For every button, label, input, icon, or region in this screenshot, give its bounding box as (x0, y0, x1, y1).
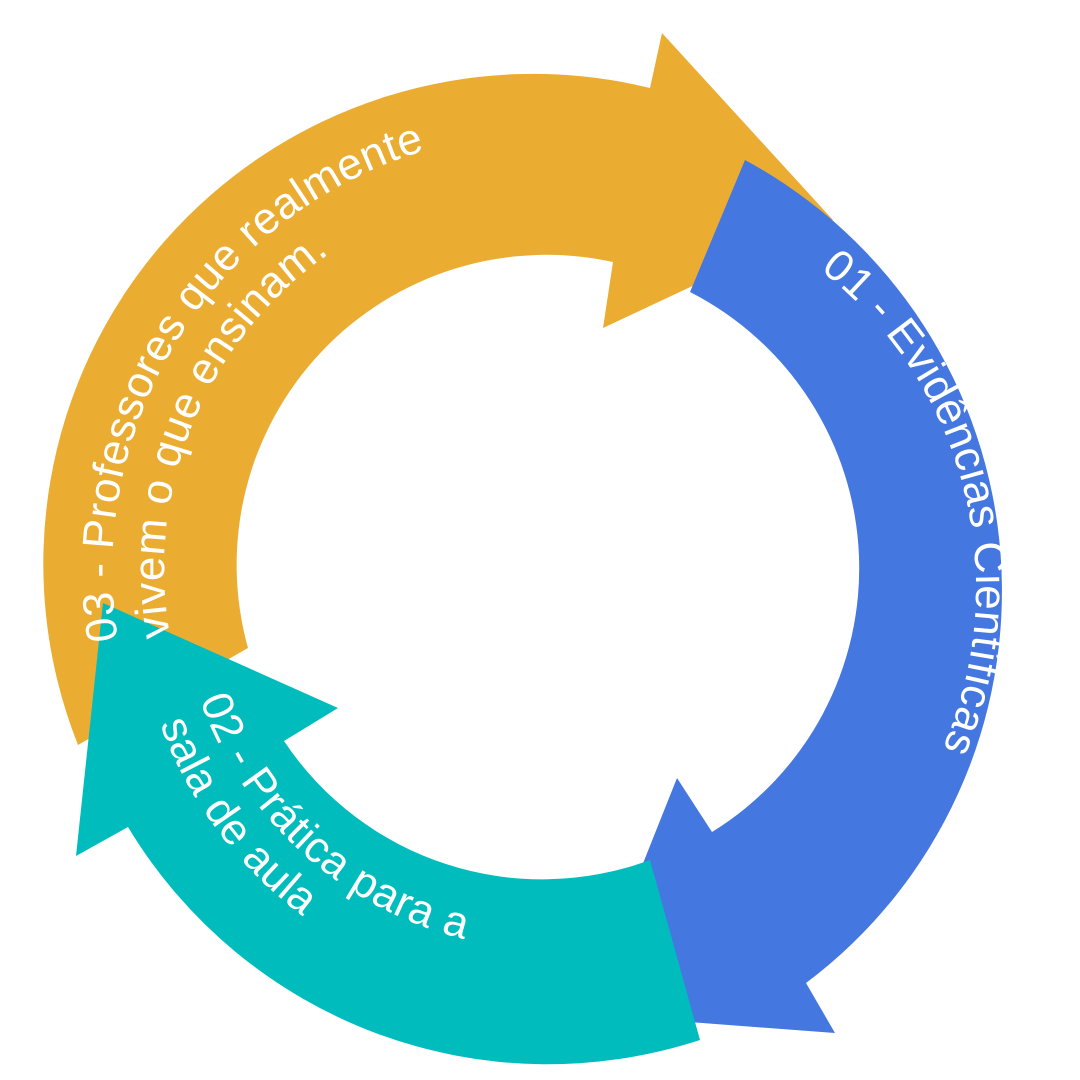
step-03-arrow (43, 33, 834, 745)
step-01-arrow (583, 160, 1002, 1033)
step-02-arrow (76, 603, 700, 1065)
